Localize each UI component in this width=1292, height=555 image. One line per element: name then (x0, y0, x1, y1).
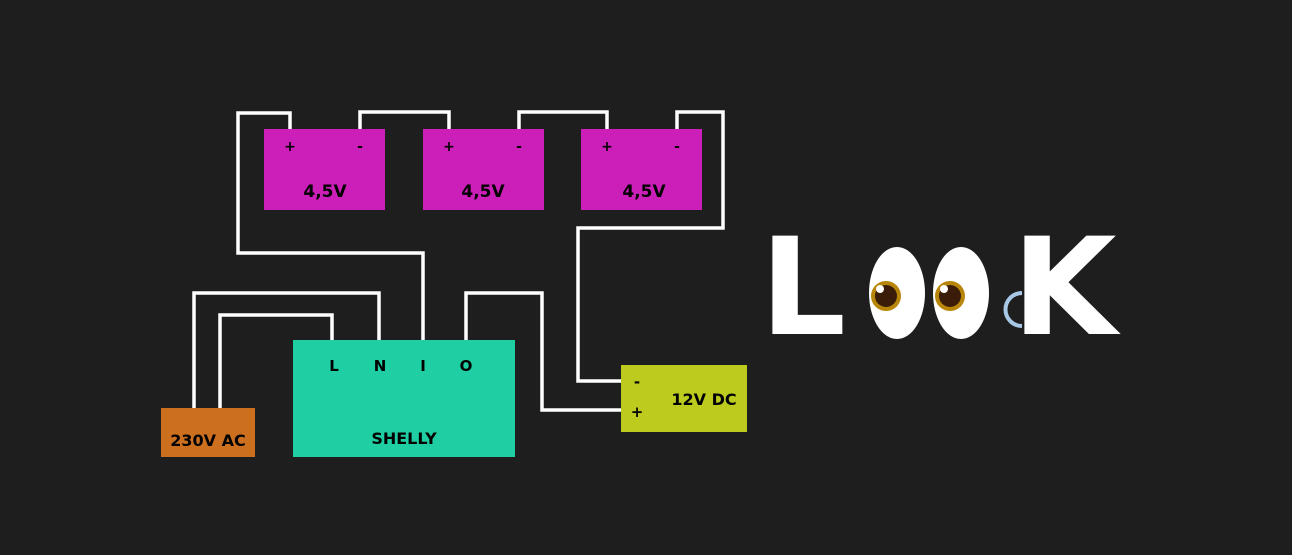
minus-terminal: - (674, 139, 680, 155)
wire-battery2-to-battery3 (517, 110, 609, 140)
wire-battery1-plus-to-shelly-i (236, 111, 425, 345)
wire-ac-to-shelly-n (192, 291, 381, 420)
battery-3: + - 4,5V (581, 129, 702, 210)
dc-label: 12V DC (671, 390, 736, 409)
battery-label: 4,5V (303, 182, 347, 202)
ac-source: 230V AC (161, 408, 255, 457)
terminal-i: I (420, 357, 426, 375)
plus-terminal: + (284, 139, 296, 155)
battery-label: 4,5V (622, 182, 666, 202)
battery-2: + - 4,5V (423, 129, 544, 210)
wire-ac-to-shelly-l (218, 313, 334, 420)
ac-label: 230V AC (170, 431, 245, 450)
logo-letter-l: L (760, 209, 846, 366)
eyes-icon (869, 247, 989, 339)
logo-letter-k: K (1012, 209, 1121, 366)
wire-shelly-o-to-dc-plus (464, 291, 628, 412)
terminal-n: N (374, 357, 387, 375)
battery-label: 4,5V (461, 182, 505, 202)
look-logo: L K (760, 209, 1121, 366)
wire-battery1-to-battery2 (358, 110, 451, 140)
terminal-o: O (460, 357, 473, 375)
plus-terminal: + (443, 139, 455, 155)
terminal-l: L (329, 357, 339, 375)
minus-terminal: - (357, 139, 363, 155)
minus-terminal: - (516, 139, 522, 155)
battery-1: + - 4,5V (264, 129, 385, 210)
dc-minus-terminal: - (634, 373, 640, 391)
dc-supply: - + 12V DC (621, 365, 747, 432)
wire-battery3-minus-to-dc-minus (576, 110, 725, 383)
ring-icon (1003, 291, 1023, 328)
shelly-relay: L N I O SHELLY (293, 340, 515, 457)
wires (192, 110, 725, 420)
shelly-label: SHELLY (371, 429, 437, 448)
dc-plus-terminal: + (631, 403, 644, 421)
plus-terminal: + (601, 139, 613, 155)
